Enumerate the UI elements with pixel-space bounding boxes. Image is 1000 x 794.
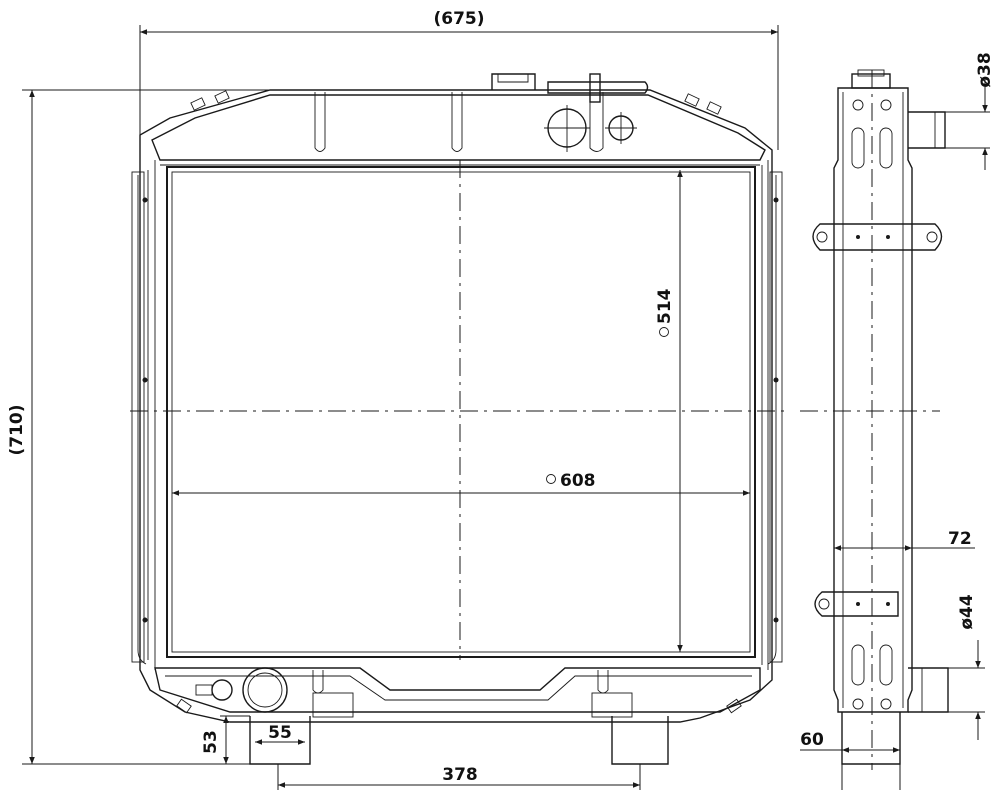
right-bracket-strip <box>769 171 783 663</box>
side-foot <box>841 712 901 765</box>
dimension-bracket-offset-height: 53 <box>201 715 250 764</box>
filler-neck <box>491 73 536 90</box>
dimension-depth: 72 <box>834 529 975 551</box>
label-side-bracket-width: 60 <box>800 730 824 750</box>
dimension-core-width: 608 <box>172 471 750 496</box>
svg-text:ø44: ø44 <box>957 594 977 630</box>
label-core-height: 514 <box>655 288 675 324</box>
drain-plug-circle <box>211 679 233 701</box>
side-outlet-pipe <box>908 111 946 149</box>
dimension-overall-width: (675) <box>139 9 779 150</box>
dimension-overall-height: (710) <box>7 89 270 765</box>
label-outlet-diameter: 38 <box>975 52 995 76</box>
lower-bracket-left <box>249 716 311 765</box>
front-frame-outline <box>139 89 773 723</box>
side-inlet-pipe <box>908 667 949 713</box>
right-side-channel <box>761 160 777 670</box>
diameter-symbol-38: ø <box>975 76 995 88</box>
radiator-core <box>166 166 756 658</box>
top-post-left <box>314 92 326 152</box>
diameter-symbol-44: ø <box>957 618 977 630</box>
dimension-bracket-width: 55 <box>255 723 305 745</box>
top-post-right <box>589 92 604 152</box>
side-view <box>800 69 949 770</box>
label-overall-width: (675) <box>433 9 484 29</box>
top-tank <box>151 94 766 161</box>
bottom-tank <box>154 667 761 713</box>
lower-inlet-circle <box>242 667 288 713</box>
front-view <box>130 73 790 765</box>
dimension-outlet-diameter: ø38 <box>908 52 995 170</box>
dimension-inlet-diameter: ø44 <box>948 594 985 740</box>
side-tank-outline <box>833 87 913 713</box>
overflow-pipe <box>547 81 649 94</box>
bottom-clamp-right <box>591 692 633 718</box>
label-inlet-diameter: 44 <box>957 594 977 618</box>
svg-text:ø38: ø38 <box>975 52 995 87</box>
top-right-bolts <box>684 93 722 115</box>
side-lower-bracket <box>814 591 899 617</box>
label-overall-height: (710) <box>7 404 27 455</box>
label-depth: 72 <box>948 529 972 549</box>
dimension-bracket-spacing: 378 <box>277 764 641 790</box>
label-bracket-offset-height: 53 <box>201 730 221 754</box>
label-bracket-width: 55 <box>268 723 292 743</box>
bottom-clamp-left <box>312 692 354 718</box>
side-upper-bracket <box>812 223 943 251</box>
dimension-side-bracket-width: 60 <box>800 730 901 790</box>
top-left-bolts <box>190 90 230 111</box>
label-bracket-spacing: 378 <box>442 765 478 785</box>
lower-bracket-right <box>611 716 669 765</box>
dimension-core-height: 514 <box>655 170 683 652</box>
left-bracket-strip <box>131 171 145 663</box>
top-post-mid <box>451 92 463 152</box>
left-side-channel <box>137 160 156 670</box>
side-filler-cap <box>851 73 891 89</box>
label-core-width: 608 <box>560 471 596 491</box>
